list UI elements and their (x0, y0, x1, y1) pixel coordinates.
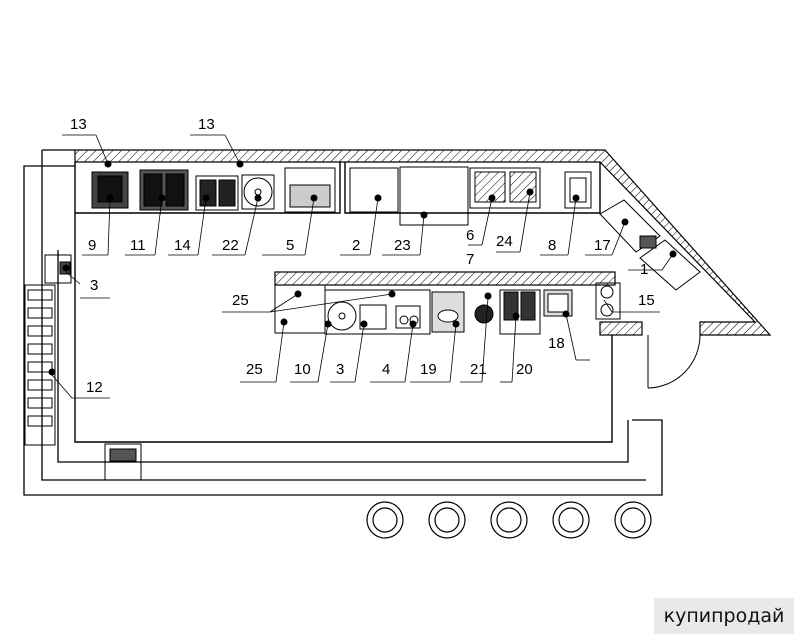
callout-8: 8 (548, 237, 556, 254)
leader-lines (51, 134, 674, 399)
callout-13b: 13 (198, 116, 215, 133)
callout-10: 10 (294, 361, 311, 378)
door-swing (647, 334, 701, 389)
callout-14: 14 (174, 237, 191, 254)
equipment-row-top (91, 166, 592, 226)
room-outline (74, 162, 613, 443)
callout-3a: 3 (90, 277, 98, 294)
callout-9: 9 (88, 237, 96, 254)
callout-19: 19 (420, 361, 437, 378)
callout-6: 6 (466, 227, 474, 244)
callout-4: 4 (382, 361, 390, 378)
callout-labels: 13 13 9 11 14 22 5 2 23 6 24 8 17 7 1 3 … (70, 116, 655, 396)
callout-21: 21 (470, 361, 487, 378)
callout-5: 5 (286, 237, 294, 254)
dining-tables (366, 501, 652, 539)
building-outline (23, 149, 663, 496)
callout-23: 23 (394, 237, 411, 254)
equipment-diagonal (599, 199, 701, 291)
watermark-logo: купипродай (654, 598, 794, 634)
hatched-walls (74, 149, 772, 336)
callout-25a: 25 (232, 292, 249, 309)
callout-2: 2 (352, 237, 360, 254)
callout-1: 1 (640, 261, 648, 278)
callout-18: 18 (548, 335, 565, 352)
callout-12: 12 (86, 379, 103, 396)
callout-22: 22 (222, 237, 239, 254)
callout-24: 24 (496, 233, 513, 250)
callout-20: 20 (516, 361, 533, 378)
callout-3b: 3 (336, 361, 344, 378)
callout-25b: 25 (246, 361, 263, 378)
callout-13a: 13 (70, 116, 87, 133)
callout-11: 11 (130, 237, 146, 254)
callout-7: 7 (466, 251, 474, 268)
marker-dots (48, 160, 677, 376)
callout-15: 15 (638, 292, 655, 309)
callout-17: 17 (594, 237, 611, 254)
